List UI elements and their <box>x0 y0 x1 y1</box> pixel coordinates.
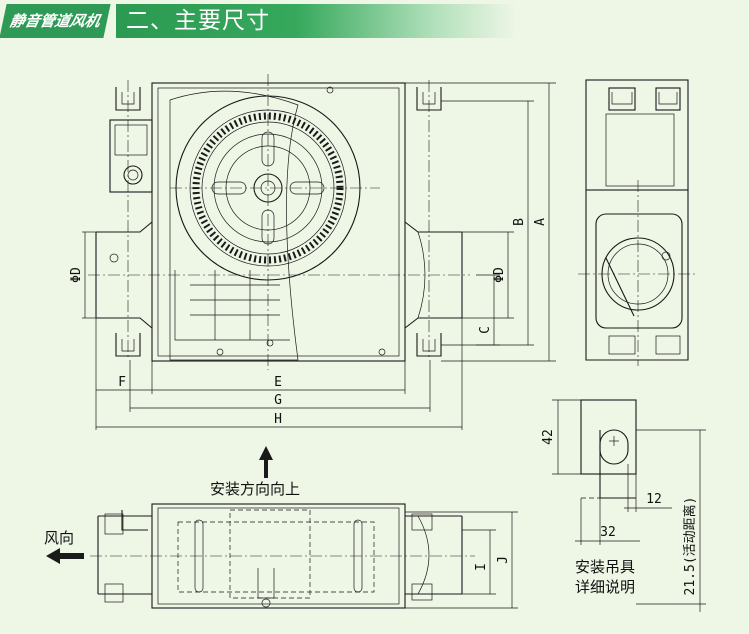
hanger-caption-line2: 详细说明 <box>575 578 635 596</box>
dim-42: 42 <box>541 429 556 445</box>
install-note: 安装方向向上 <box>210 480 300 498</box>
dim-a: A <box>533 218 548 226</box>
dim-h: H <box>274 412 282 427</box>
dim-g: G <box>274 393 282 408</box>
front-view-dimensions <box>82 82 556 430</box>
hanger-detail: 42 12 32 21.5(活动距离) 安装吊具 详细说明 <box>541 399 706 612</box>
dim-21-5: 21.5(活动距离) <box>682 497 698 596</box>
install-up-arrow <box>259 446 273 478</box>
top-view: 安装方向向上 I J 风向 <box>44 446 518 609</box>
section-title: 二、主要尺寸 <box>126 8 270 34</box>
hanger-caption-line1: 安装吊具 <box>575 558 635 576</box>
airflow-left-arrow <box>46 548 84 564</box>
front-view <box>88 74 470 370</box>
dim-j: J <box>496 556 511 564</box>
dim-e: E <box>274 375 282 390</box>
header-banner: 静音管道风机 二、主要尺寸 <box>0 0 749 44</box>
side-view <box>578 79 698 366</box>
dim-12: 12 <box>646 492 662 507</box>
dim-b: B <box>512 218 527 226</box>
dim-d-left: ΦD <box>69 267 84 283</box>
airflow-label: 风向 <box>44 529 74 547</box>
dim-c: C <box>478 326 493 334</box>
dim-32: 32 <box>600 525 616 540</box>
dim-f: F <box>118 375 126 390</box>
dim-i: I <box>474 563 489 571</box>
front-view-labels: ΦD A B ΦD C F E G H <box>69 218 548 427</box>
header-bar <box>116 4 516 38</box>
dim-d-right: ΦD <box>492 267 507 283</box>
